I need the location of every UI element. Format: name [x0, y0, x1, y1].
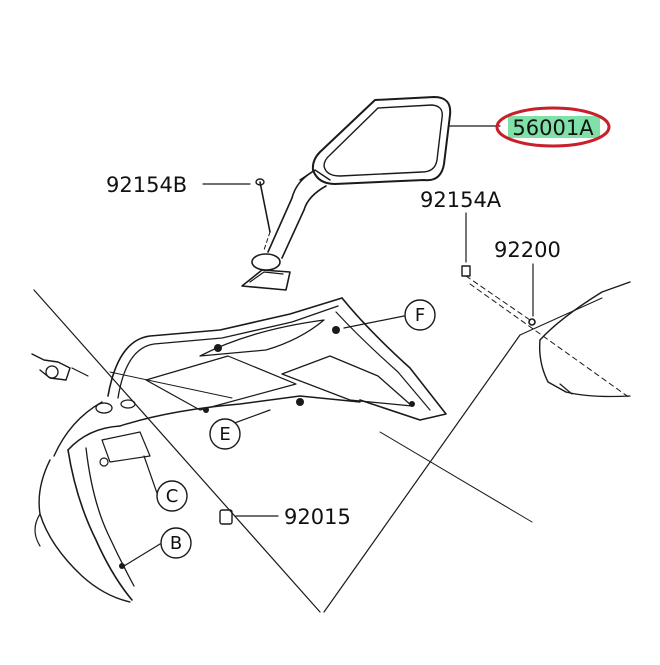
label-highlight	[508, 116, 600, 138]
callout-circle	[160, 527, 192, 559]
highlight-ring	[495, 106, 611, 148]
bolt-92154A-graphic	[461, 212, 531, 321]
mirror-assembly	[241, 96, 501, 291]
callout-circle	[156, 480, 188, 512]
construction-lines	[33, 283, 631, 613]
right-side-panel	[538, 281, 631, 398]
callout-circle	[404, 299, 436, 331]
fastener-dot	[214, 344, 222, 352]
callout-b[interactable]: B	[160, 527, 192, 559]
part-number-92200[interactable]: 92200	[494, 238, 561, 262]
callout-e-label: E	[219, 424, 230, 445]
callout-b-label: B	[170, 533, 182, 554]
callout-c-label: C	[166, 486, 179, 507]
callout-c[interactable]: C	[156, 480, 188, 512]
upper-fairing	[31, 297, 447, 603]
bolt-92154B-graphic	[202, 178, 271, 251]
fastener-dot	[332, 326, 340, 334]
part-number-92015[interactable]: 92015	[284, 505, 351, 529]
fastener-dot	[409, 401, 415, 407]
part-number-92154A[interactable]: 92154A	[420, 188, 502, 212]
fastener-dot	[203, 407, 209, 413]
part-number-92154B[interactable]: 92154B	[106, 173, 187, 197]
fastener-dot	[119, 563, 125, 569]
callout-leaders	[123, 315, 405, 567]
highlighted-part-label[interactable]: 56001A	[495, 106, 611, 148]
callout-f-label: F	[415, 305, 425, 326]
callout-circle	[209, 418, 241, 450]
part-number-56001A[interactable]: 56001A	[512, 116, 594, 140]
callout-e[interactable]: E	[209, 418, 241, 450]
fastener-dot	[296, 398, 304, 406]
callout-f[interactable]: F	[404, 299, 436, 331]
clip-92200-graphic	[528, 263, 536, 326]
grommet-92015-graphic	[219, 509, 279, 525]
